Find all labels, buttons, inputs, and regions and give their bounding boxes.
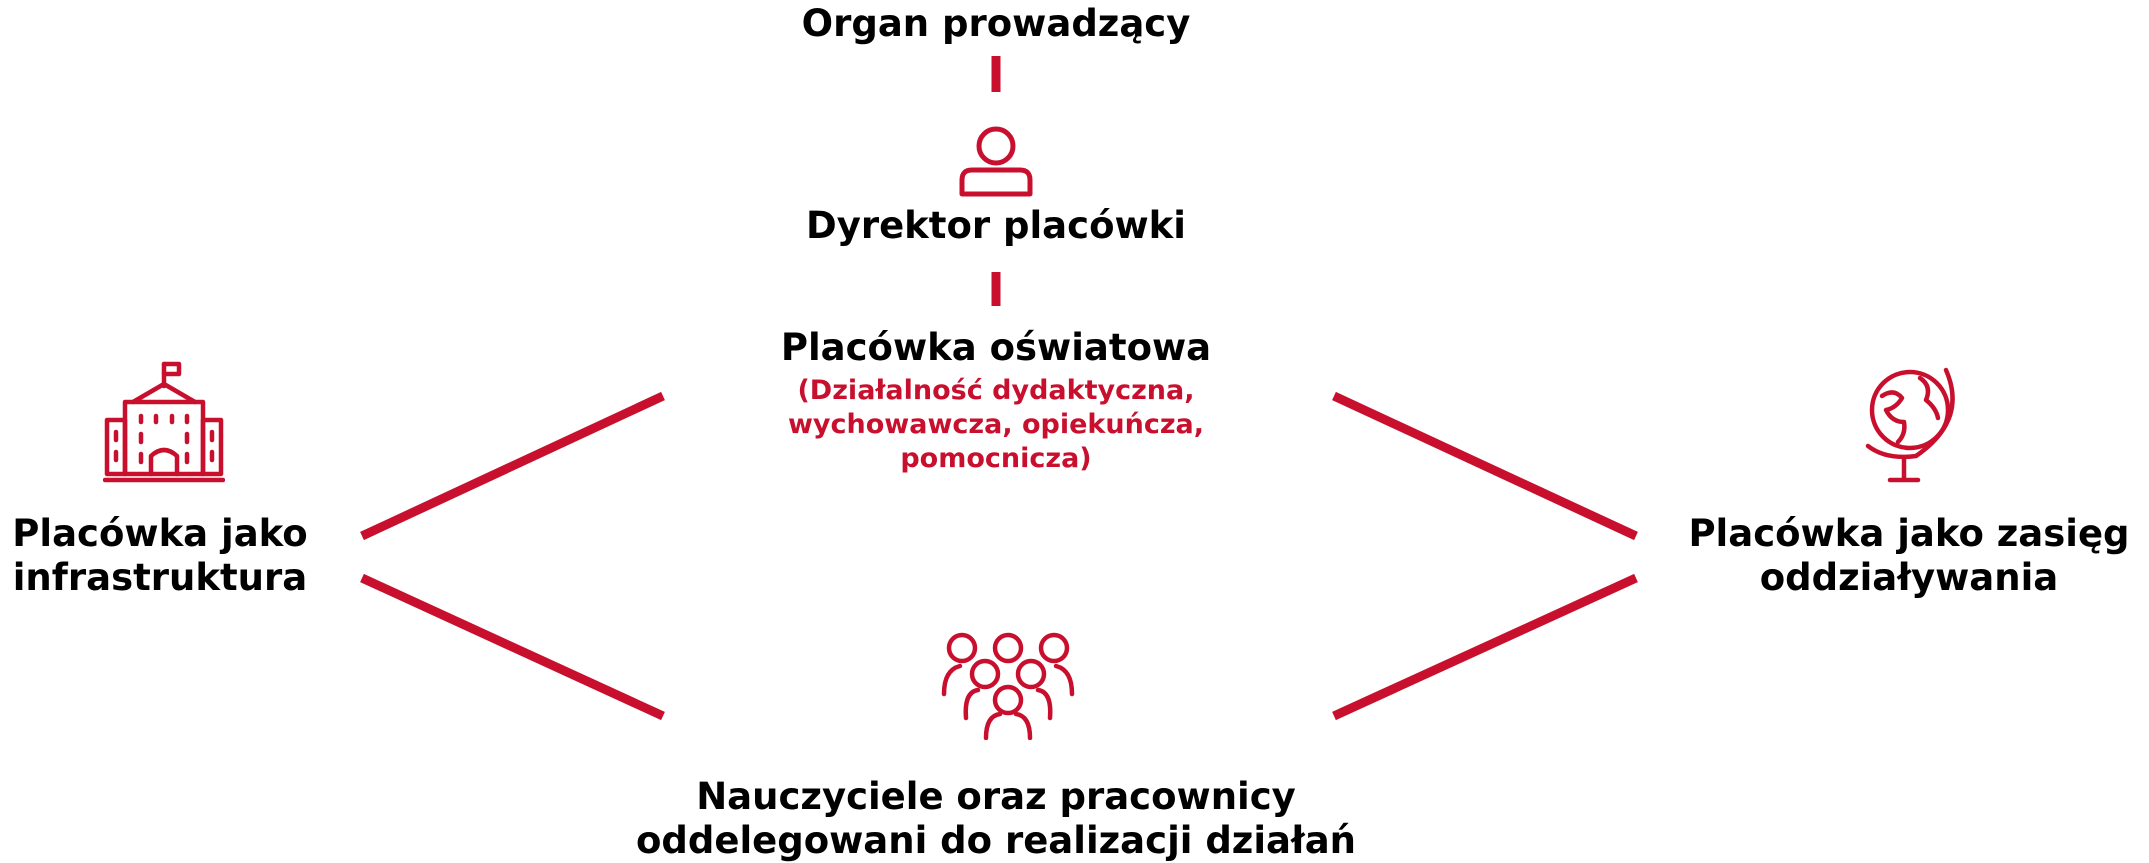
- right-node-title-2: oddziaływania: [1759, 556, 2059, 599]
- connector-center-right: [1332, 391, 1638, 541]
- director-node-title: Dyrektor placówki: [806, 204, 1186, 247]
- left-node-title-1: Placówka jako: [12, 512, 308, 555]
- left-node-title-2: infrastruktura: [12, 556, 308, 599]
- connector-left-bottom: [360, 573, 665, 721]
- center-node-subtitle-2: wychowawcza, opiekuńcza,: [787, 409, 1205, 440]
- center-node-title: Placówka oświatowa: [780, 326, 1212, 369]
- top-node-title: Organ prowadzący: [801, 2, 1191, 45]
- left-node: Placówka jako infrastruktura: [0, 512, 320, 600]
- people-group-icon: [941, 632, 1075, 740]
- right-node-title-1: Placówka jako zasięg: [1688, 512, 2130, 555]
- center-node-subtitle-1: (Działalność dydaktyczna,: [797, 375, 1195, 406]
- bottom-node: Nauczyciele oraz pracownicy oddelegowani…: [596, 775, 1396, 863]
- school-building-icon: [103, 361, 225, 483]
- bottom-node-title-1: Nauczyciele oraz pracownicy: [696, 775, 1296, 818]
- bottom-node-title-2: oddelegowani do realizacji działań: [635, 819, 1357, 862]
- person-icon: [959, 126, 1033, 197]
- right-node: Placówka jako zasięg oddziaływania: [1669, 512, 2149, 600]
- center-node: Placówka oświatowa (Działalność dydaktyc…: [696, 326, 1296, 476]
- connector-center-left: [360, 391, 665, 541]
- center-node-subtitle-3: pomocnicza): [900, 443, 1092, 474]
- connector-bottom-right: [1332, 573, 1638, 721]
- globe-icon: [1865, 367, 1955, 483]
